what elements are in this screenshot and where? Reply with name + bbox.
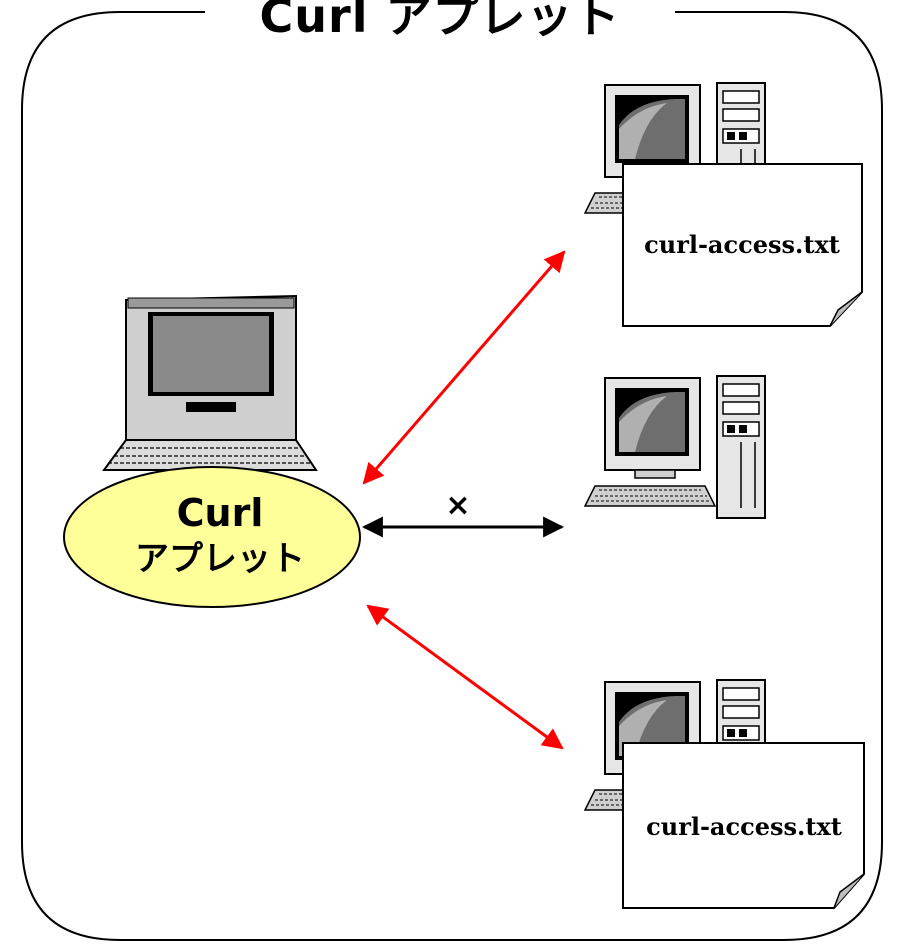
allowed-arrow-bottom [366,604,564,750]
curl-applet-bubble [63,466,361,608]
server-computer-middle [584,375,766,519]
bubble-label-line2: アプレット [135,539,305,579]
applet-boundary-frame [21,11,883,941]
allowed-arrow-top [362,250,566,485]
laptop-icon [102,294,318,471]
bubble-label: Curl アプレット [95,490,345,582]
blocked-mark: × [445,488,471,523]
bubble-label-line1: Curl [176,491,264,535]
access-file-label-top: curl-access.txt [644,230,840,259]
diagram-title: Curl アプレット [205,0,675,46]
access-file-label-bottom: curl-access.txt [646,812,842,841]
